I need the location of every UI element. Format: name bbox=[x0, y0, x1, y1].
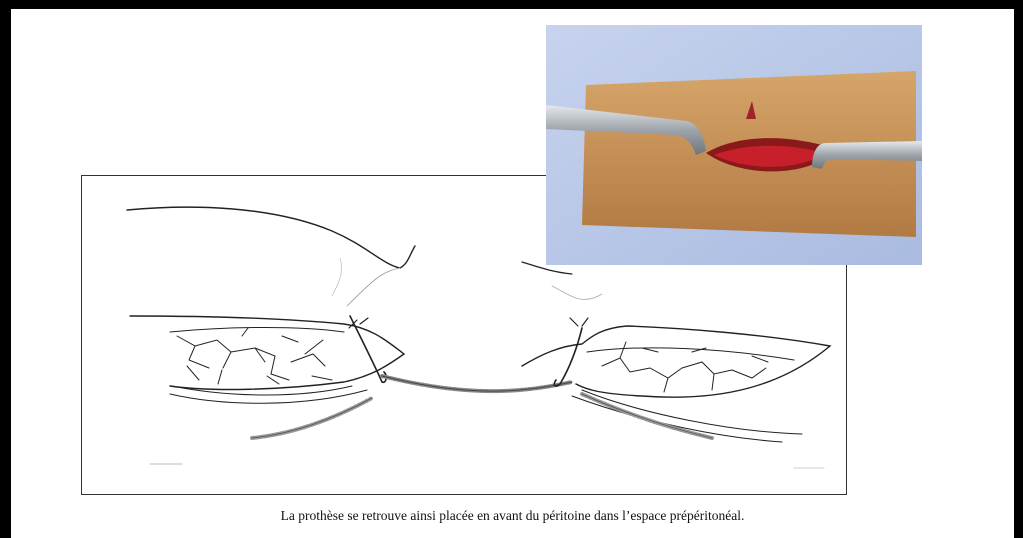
right-suture bbox=[554, 328, 582, 386]
mesh-tail-right bbox=[582, 394, 712, 438]
upper-flap-line bbox=[127, 207, 415, 268]
figure-caption: La prothèse se retrouve ainsi placée en … bbox=[11, 508, 1014, 524]
incision-photo-illustration bbox=[546, 25, 922, 265]
left-suture bbox=[350, 316, 386, 382]
surgical-photo bbox=[546, 25, 922, 265]
right-muscle-outline bbox=[522, 326, 830, 397]
mesh-prosthesis bbox=[382, 376, 572, 391]
mesh-tail-left bbox=[252, 398, 372, 438]
figure-page: La prothèse se retrouve ainsi placée en … bbox=[11, 9, 1014, 538]
